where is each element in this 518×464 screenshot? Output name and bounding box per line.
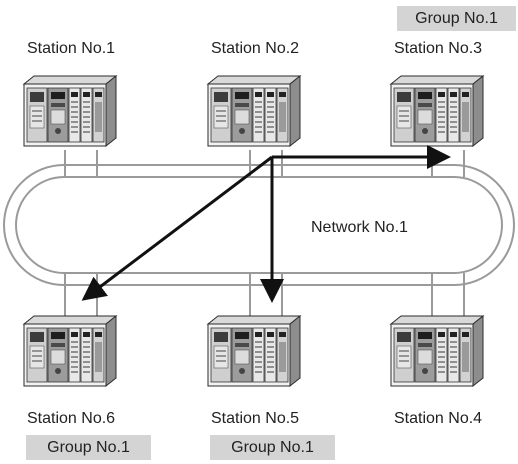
station-label-1: Station No.1 [27, 40, 116, 57]
group-badge-station-6: Group No.1 [26, 435, 151, 460]
transmission-arrows [81, 145, 451, 303]
station-label-2: Station No.2 [211, 40, 300, 57]
network-label: Network No.1 [311, 219, 408, 236]
group-badge-station-3: Group No.1 [397, 6, 516, 31]
connection-lines-bottom [64, 273, 465, 318]
network-ring-inner [15, 176, 503, 274]
plc-station-6 [23, 315, 117, 387]
arrow-to-station-6 [81, 155, 273, 301]
station-label-6: Station No.6 [27, 410, 116, 427]
group-badge-station-5: Group No.1 [210, 435, 335, 460]
plc-station-5 [207, 315, 301, 387]
station-label-4: Station No.4 [394, 410, 483, 427]
network-ring-outer [3, 164, 515, 286]
plc-station-2 [207, 75, 301, 147]
station-label-3: Station No.3 [394, 40, 483, 57]
plc-station-3 [390, 75, 484, 147]
station-label-5: Station No.5 [211, 410, 300, 427]
plc-station-4 [390, 315, 484, 387]
plc-station-1 [23, 75, 117, 147]
